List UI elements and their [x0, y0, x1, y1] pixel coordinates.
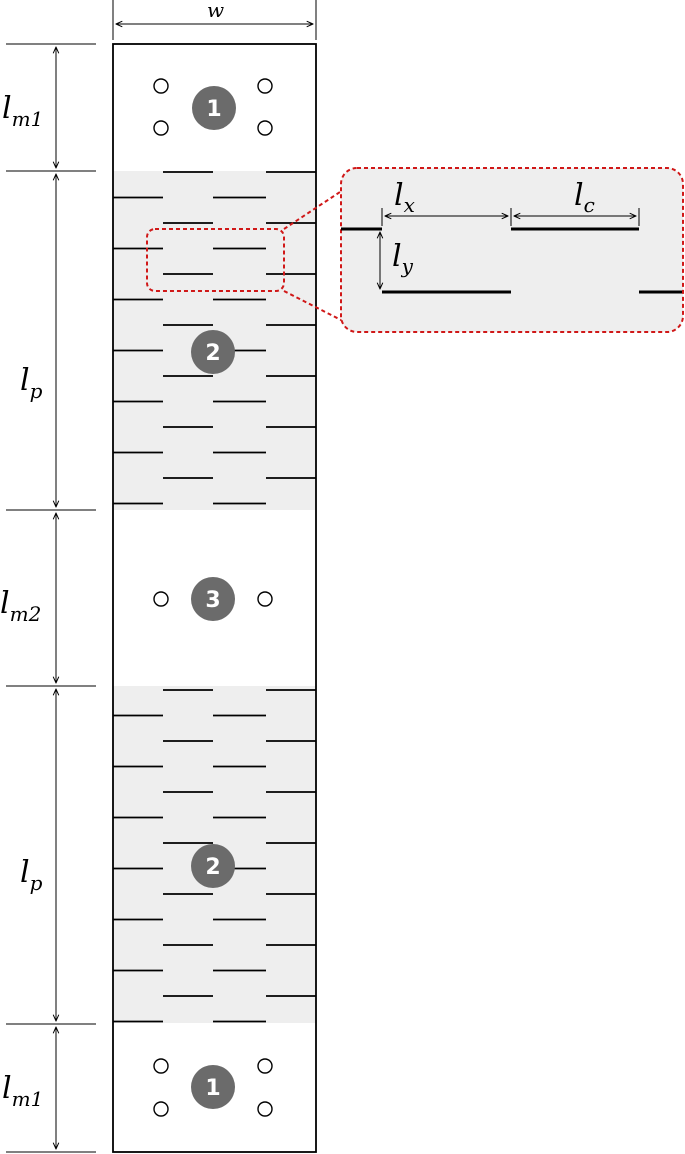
zone-badge-1-bottom: 1	[191, 1065, 235, 1109]
zone-badge-1-top: 1	[192, 86, 236, 130]
bolt-hole	[257, 591, 273, 607]
bolt-hole	[153, 1101, 169, 1117]
specimen-outline	[112, 43, 317, 1153]
zone-badge-3: 3	[191, 577, 235, 621]
bolt-hole	[257, 120, 273, 136]
width-label: w	[207, 0, 224, 22]
label-lp-lower: lp	[20, 855, 43, 895]
zone-badge-2-upper: 2	[191, 330, 235, 374]
bolt-hole	[153, 78, 169, 94]
svg-text:1: 1	[205, 1076, 220, 1101]
svg-text:3: 3	[205, 588, 220, 613]
label-lp-upper: lp	[20, 363, 43, 403]
inset-label-ly: ly	[392, 239, 414, 278]
bolt-hole	[153, 120, 169, 136]
inset-label-lc: lc	[574, 178, 595, 217]
slit-pattern-lower	[113, 689, 316, 1023]
bolt-hole	[257, 78, 273, 94]
label-lm1-top: lm1	[2, 91, 43, 131]
bolt-holes	[153, 78, 273, 1117]
svg-text:2: 2	[205, 855, 220, 880]
zone-badge-2-lower: 2	[191, 844, 235, 888]
bolt-hole	[153, 591, 169, 607]
inset-dimension-lines	[380, 208, 640, 289]
label-lm1-bottom: lm1	[2, 1071, 43, 1111]
svg-text:2: 2	[205, 341, 220, 366]
callout-source-box	[146, 228, 285, 292]
bolt-hole	[153, 1058, 169, 1074]
slit-pattern-upper	[113, 171, 316, 505]
svg-text:1: 1	[206, 97, 221, 122]
inset-slits	[341, 227, 682, 294]
bolt-hole	[257, 1101, 273, 1117]
inset-label-lx: lx	[394, 178, 415, 217]
segment-boundaries	[6, 43, 96, 1153]
bolt-hole	[257, 1058, 273, 1074]
callout-connector-lines	[283, 189, 344, 322]
label-lm2: lm2	[0, 586, 41, 626]
width-dimension	[112, 0, 317, 40]
